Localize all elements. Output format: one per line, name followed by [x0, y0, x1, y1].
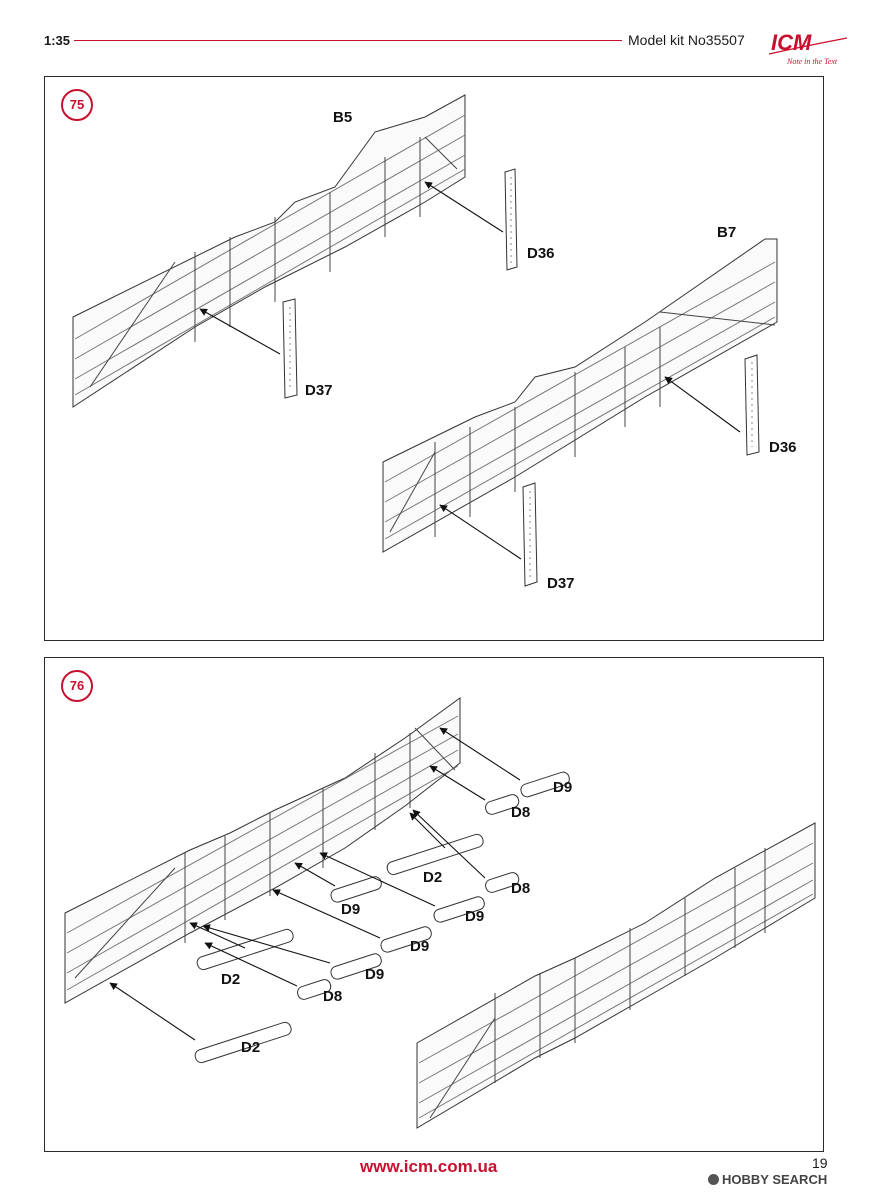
cross-members: [194, 771, 570, 1064]
scale-label: 1:35: [44, 33, 71, 48]
step-number-badge: 75: [61, 89, 93, 121]
part-label-d37: D37: [305, 382, 333, 399]
part-label-d37: D37: [547, 575, 575, 592]
part-label-b5: B5: [333, 109, 353, 126]
part-label-d8: D8: [511, 804, 531, 821]
part-label-d9: D9: [341, 901, 361, 918]
side-wall-left: [64, 697, 461, 1004]
header-rule: [74, 40, 622, 41]
part-label-d2: D2: [423, 869, 443, 886]
part-label-d8: D8: [323, 988, 343, 1005]
icm-logo: ICM Note in the Text: [768, 30, 848, 66]
step-76-panel: 76 D9 D8 D2 D8 D9 D9 D9 D9 D2 D8 D2: [44, 657, 824, 1152]
part-label-d9: D9: [410, 938, 430, 955]
part-label-d2: D2: [241, 1039, 261, 1056]
part-label-d9: D9: [365, 966, 385, 983]
step-75-drawing: [72, 94, 778, 587]
watermark-text: HOBBY SEARCH: [722, 1172, 828, 1187]
page-header: 1:35 Model kit No35507 ICM Note in the T…: [0, 0, 869, 70]
part-d37-left: [282, 298, 298, 399]
website-link[interactable]: www.icm.com.ua: [360, 1157, 498, 1176]
part-d36-right: [744, 354, 760, 456]
side-wall-right: [416, 822, 816, 1129]
assembly-arrows: [109, 727, 521, 1041]
part-d37-right: [522, 482, 538, 587]
kit-number: Model kit No35507: [628, 32, 745, 48]
watermark: HOBBY SEARCH: [708, 1172, 827, 1187]
page-number: 19: [812, 1155, 828, 1171]
assembly-arrows: [199, 181, 741, 560]
step-75-panel: 75 B5 B7 D36 D37 D36 D37: [44, 76, 824, 641]
part-d36-upper: [504, 168, 518, 271]
side-panel-b7: [382, 238, 778, 553]
svg-text:Note in the Text: Note in the Text: [786, 57, 838, 66]
part-label-d9: D9: [553, 779, 573, 796]
part-label-d8: D8: [511, 880, 531, 897]
part-label-d36: D36: [527, 245, 555, 262]
step-number-badge: 76: [61, 670, 93, 702]
part-label-b7: B7: [717, 224, 737, 241]
watermark-logo-icon: [708, 1174, 719, 1185]
part-label-d2: D2: [221, 971, 241, 988]
step-76-drawing: [64, 697, 816, 1129]
part-label-d9: D9: [465, 908, 485, 925]
side-panel-b5: [72, 94, 466, 408]
svg-text:ICM: ICM: [771, 30, 812, 55]
part-label-d36: D36: [769, 439, 797, 456]
